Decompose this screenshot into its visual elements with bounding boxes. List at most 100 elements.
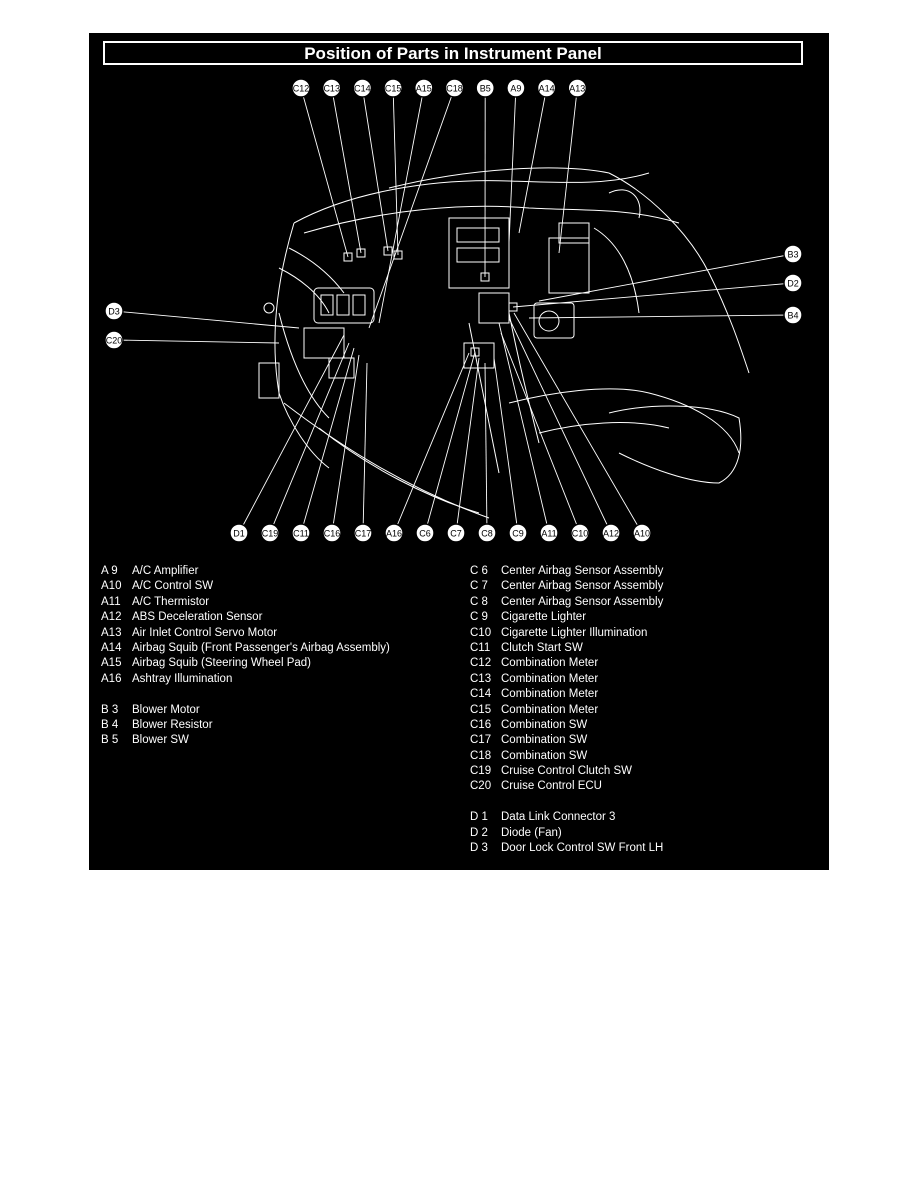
callout-d2 [783,273,803,293]
legend-name: Ashtray Illumination [132,672,233,685]
conn-c13 [356,248,366,258]
callout-label: D3 [108,307,120,317]
legend-code: C17 [470,734,492,747]
callout-c18 [444,78,465,98]
leader-b3 [538,253,794,302]
legend-code: A 9 [101,565,118,577]
callout-label: C14 [354,84,371,94]
leader-c9 [493,357,519,534]
callout-label: C7 [450,529,462,539]
legend-name: A/C Amplifier [132,565,199,577]
legend-item: C17 Combination SW [470,733,663,748]
callout-a10 [632,523,652,543]
legend-code: B 4 [101,718,119,731]
blower-fan [538,310,560,332]
callout-d1 [229,523,249,543]
callout-c12 [291,78,311,98]
leader-c19 [269,342,350,534]
leader-c16 [331,354,360,534]
legend-name: Door Lock Control SW Front LH [501,842,664,855]
leader-a14 [518,87,548,234]
legend-name: Combination SW [501,734,588,747]
leader-c17 [362,362,368,534]
dash-left-side [274,222,330,469]
callout-c11 [291,523,311,543]
legend-code: C12 [470,657,492,670]
diagram-panel: Position of Parts in Instrument Panel [89,33,829,870]
legend-item: C13 Combination Meter [470,672,663,687]
legend-code: C13 [470,672,492,685]
legend-item: C19 Cruise Control Clutch SW [470,764,663,779]
legend-code: A15 [101,657,122,670]
center-panel [478,292,510,324]
callout-c8 [477,523,497,543]
leader-a11 [498,322,550,534]
legend-code: B 5 [101,734,119,747]
right-curve [593,227,640,314]
meter-face-3 [352,294,366,316]
center-vent [456,227,500,243]
callout-c15 [383,78,403,98]
leader-b4 [528,314,794,319]
callout-label: C16 [324,529,341,539]
legend-name: Blower Motor [132,703,200,716]
right-door-line [608,172,750,374]
legend-code: C10 [470,626,492,639]
callout-label: D2 [787,279,799,289]
callout-c14 [352,78,373,98]
legend-name: Blower SW [132,734,189,747]
conn-c6 [470,347,480,357]
legend-name: Airbag Squib (Steering Wheel Pad) [132,657,311,670]
callout-c13 [321,78,342,98]
legend-item: B 5 Blower SW [101,733,390,748]
meter-cluster [313,287,375,324]
callout-label: C20 [106,336,123,346]
callout-b4 [783,305,803,325]
callout-c6 [415,523,435,543]
conn-c12 [343,252,353,262]
legend-name: Combination SW [501,718,588,731]
callout-b3 [783,244,803,264]
legend-name: Cruise Control Clutch SW [501,765,633,778]
legend-name: Combination Meter [501,672,599,685]
legend-name: Blower Resistor [132,718,213,731]
legend-name: A/C Control SW [132,580,214,593]
legend-name: Center Airbag Sensor Assembly [501,595,664,608]
legend-code: C 6 [470,565,488,577]
leader-c18 [368,87,455,329]
left-module [303,327,345,359]
floor-line [283,402,490,519]
callout-label: D1 [233,529,245,539]
callout-c19 [260,523,280,543]
legend-code: A13 [101,626,122,639]
callout-a14 [536,78,557,98]
pedal-box [258,362,280,399]
callout-label: C8 [481,529,493,539]
legend-code: C20 [470,780,492,793]
leader-d1 [238,334,345,534]
callout-label: A13 [569,84,585,94]
left-connector [328,357,355,379]
title-box: Position of Parts in Instrument Panel [103,41,803,65]
leader-a10 [513,312,643,534]
windshield-line [388,167,610,189]
legend-code: C 7 [470,580,488,593]
legend-code: C19 [470,765,492,778]
center-vent-2 [456,247,500,263]
